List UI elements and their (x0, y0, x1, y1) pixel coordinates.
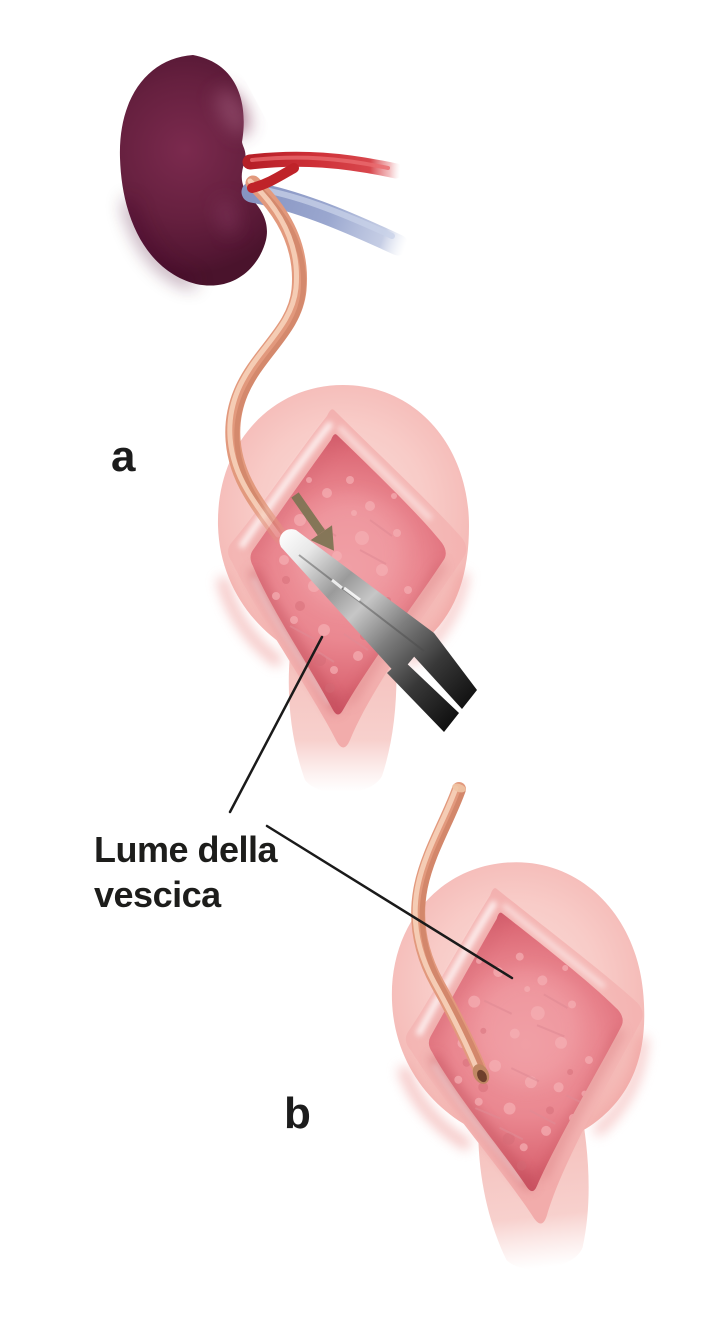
renal-artery (242, 151, 404, 193)
kidney-illustration (119, 55, 267, 288)
ureter-b (411, 782, 490, 1084)
panel-a-label: a (111, 432, 136, 481)
ureter-open-end (472, 1064, 490, 1084)
direction-arrow-icon (291, 492, 335, 551)
ureter-a (225, 175, 308, 545)
annotation-lume-della-vescica: Lume della vescica (94, 829, 278, 915)
leader-line-b (265, 824, 514, 980)
panel-b-label: b (284, 1089, 311, 1138)
leader-line-a (228, 635, 324, 814)
forceps-icon (279, 529, 477, 732)
